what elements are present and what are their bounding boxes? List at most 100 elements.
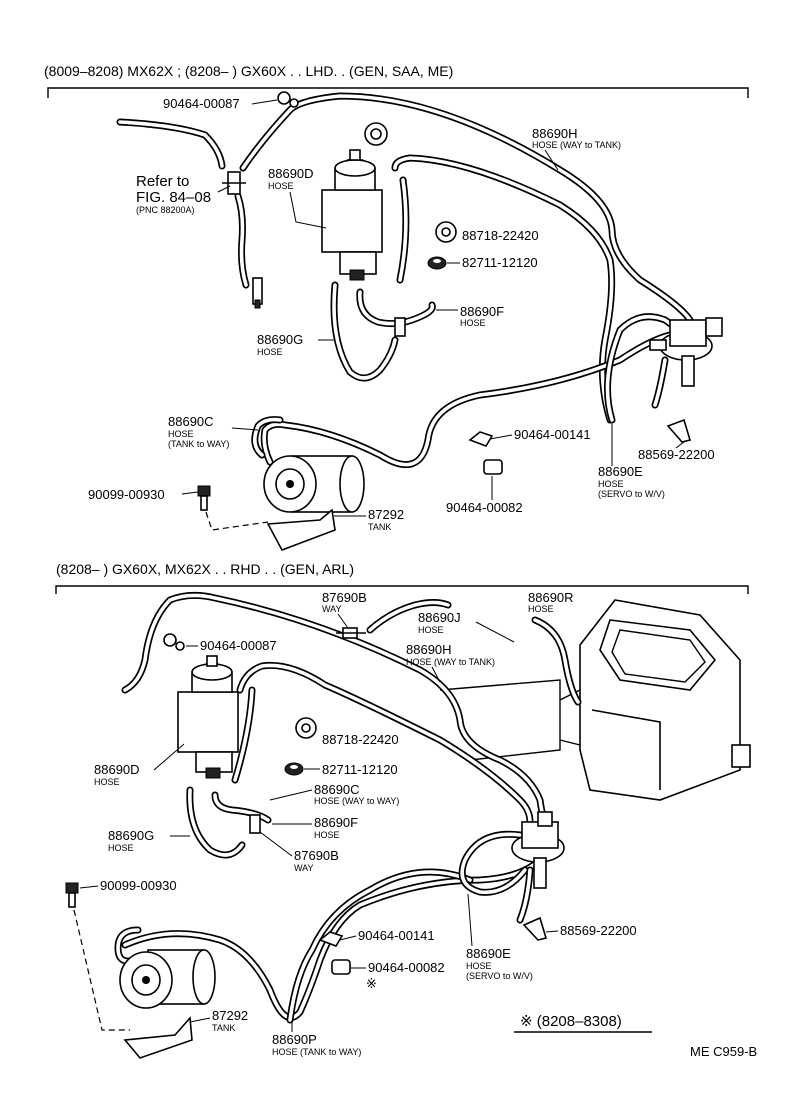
label-way-b: 87690B bbox=[322, 590, 367, 605]
label-hose-g: 88690G bbox=[108, 828, 154, 843]
way-b2-icon bbox=[249, 814, 261, 834]
label-bolt: 90099-00930 bbox=[88, 487, 165, 502]
top-components bbox=[197, 91, 723, 551]
label-hose-f: 88690F bbox=[314, 815, 358, 830]
label-hose-p: 88690P bbox=[272, 1032, 317, 1047]
label-way-b2: 87690B bbox=[294, 848, 339, 863]
clamp-icon bbox=[666, 418, 692, 443]
label-hose-g-desc: HOSE bbox=[257, 347, 283, 357]
label-hose-c-desc2: (TANK to WAY) bbox=[168, 439, 229, 449]
clip-141-icon bbox=[318, 931, 344, 947]
tank-icon bbox=[263, 455, 365, 551]
label-hose-j: 88690J bbox=[418, 610, 461, 625]
label-hose-p-desc: HOSE (TANK to WAY) bbox=[272, 1047, 361, 1057]
figure-code: ME C959-B bbox=[690, 1044, 757, 1059]
label-hose-h: 88690H bbox=[532, 126, 578, 141]
label-grommet: 82711-12120 bbox=[322, 762, 398, 777]
label-hose-e: 88690E bbox=[466, 946, 511, 961]
label-ring: 88718-22420 bbox=[462, 228, 539, 243]
label-hose-e-desc1: HOSE bbox=[598, 479, 624, 489]
label-hose-c: 88690C bbox=[314, 782, 360, 797]
label-hose-d: 88690D bbox=[268, 166, 314, 181]
label-hose-g-desc: HOSE bbox=[108, 843, 134, 853]
label-hose-d-desc: HOSE bbox=[268, 181, 294, 191]
label-hose-e: 88690E bbox=[598, 464, 643, 479]
label-clip-82: 90464-00082 bbox=[446, 500, 523, 515]
clip-141-icon bbox=[468, 431, 494, 447]
footnote-text: ※ (8208–8308) bbox=[520, 1013, 622, 1030]
label-way-b2-desc: WAY bbox=[294, 863, 314, 873]
top-hoses bbox=[116, 92, 694, 468]
label-hose-h-desc: HOSE (WAY to TANK) bbox=[406, 657, 495, 667]
label-tank-desc: TANK bbox=[212, 1023, 235, 1033]
top-header: (8009–8208) MX62X ; (8208– ) GX60X . . L… bbox=[44, 63, 453, 79]
bottom-labels: 87690B WAY 88690J HOSE 88690R HOSE 90464… bbox=[79, 590, 637, 1057]
way-connector-icon bbox=[222, 171, 246, 195]
o-ring-icon bbox=[295, 717, 317, 739]
clip-icon bbox=[277, 91, 299, 108]
label-clamp-200: 88569-22200 bbox=[638, 447, 715, 462]
clamp-icon bbox=[522, 916, 548, 941]
heater-case-icon bbox=[439, 599, 751, 801]
bolt-icon bbox=[65, 882, 79, 908]
label-clamp-200: 88569-22200 bbox=[560, 923, 637, 938]
refer-line1: Refer to bbox=[136, 173, 189, 190]
bottom-section: (8208– ) GX60X, MX62X . . RHD . . (GEN, … bbox=[55, 561, 757, 1059]
label-clip-87: 90464-00087 bbox=[200, 638, 277, 653]
servo-icon bbox=[511, 811, 565, 889]
label-hose-r: 88690R bbox=[528, 590, 574, 605]
label-clip-82: 90464-00082 bbox=[368, 960, 445, 975]
label-hose-e-desc2: (SERVO to W/V) bbox=[598, 489, 665, 499]
refer-line2: FIG. 84–08 bbox=[136, 189, 211, 206]
footnote: ※ (8208–8308) bbox=[514, 1013, 652, 1033]
clip-87-icon bbox=[163, 633, 185, 651]
label-hose-r-desc: HOSE bbox=[528, 604, 554, 614]
bottom-header: (8208– ) GX60X, MX62X . . RHD . . (GEN, … bbox=[56, 561, 354, 577]
label-clip-141: 90464-00141 bbox=[358, 928, 435, 943]
bolt-icon bbox=[197, 485, 211, 511]
label-clip-87: 90464-00087 bbox=[163, 96, 240, 111]
bolt-guide-line bbox=[73, 909, 130, 1031]
label-hose-f-desc: HOSE bbox=[314, 830, 340, 840]
label-hose-c-desc1: HOSE bbox=[168, 429, 194, 439]
top-bracket bbox=[47, 87, 749, 98]
label-clip-141: 90464-00141 bbox=[514, 427, 591, 442]
refer-line3: (PNC 88200A) bbox=[136, 205, 195, 215]
bolt-guide-line bbox=[205, 511, 269, 531]
o-ring-icon bbox=[435, 221, 457, 243]
label-hose-j-desc: HOSE bbox=[418, 625, 444, 635]
label-ring: 88718-22420 bbox=[322, 732, 399, 747]
label-hose-g: 88690G bbox=[257, 332, 303, 347]
vacuum-actuator-icon bbox=[177, 655, 239, 779]
grommet-icon bbox=[427, 256, 447, 270]
check-valve-icon bbox=[252, 277, 263, 309]
tank-icon bbox=[119, 949, 216, 1059]
label-tank: 87292 bbox=[212, 1008, 248, 1023]
label-hose-f-desc: HOSE bbox=[460, 318, 486, 328]
top-section: (8009–8208) MX62X ; (8208– ) GX60X . . L… bbox=[44, 63, 749, 551]
label-way-b-desc: WAY bbox=[322, 604, 342, 614]
label-tank: 87292 bbox=[368, 507, 404, 522]
way-joint-icon bbox=[394, 317, 406, 337]
label-hose-h-desc: HOSE (WAY to TANK) bbox=[532, 140, 621, 150]
label-mark: ※ bbox=[366, 976, 377, 991]
clip-82-icon bbox=[483, 459, 503, 475]
bottom-components bbox=[65, 627, 565, 1059]
bottom-bracket bbox=[55, 585, 749, 594]
label-hose-c-desc: HOSE (WAY to WAY) bbox=[314, 796, 399, 806]
label-hose-e-desc1: HOSE bbox=[466, 961, 492, 971]
label-hose-d-desc: HOSE bbox=[94, 777, 120, 787]
label-grommet: 82711-12120 bbox=[462, 255, 538, 270]
label-hose-c: 88690C bbox=[168, 414, 214, 429]
grommet-icon bbox=[284, 762, 304, 776]
label-hose-d: 88690D bbox=[94, 762, 140, 777]
label-hose-e-desc2: (SERVO to W/V) bbox=[466, 971, 533, 981]
servo-icon bbox=[649, 317, 723, 387]
label-hose-f: 88690F bbox=[460, 304, 504, 319]
clip-82-icon bbox=[331, 959, 351, 975]
way-b-icon bbox=[336, 627, 366, 639]
top-labels: 90464-00087 Refer to FIG. 84–08 (PNC 882… bbox=[88, 96, 715, 532]
label-hose-h: 88690H bbox=[406, 642, 452, 657]
label-tank-desc: TANK bbox=[368, 522, 391, 532]
